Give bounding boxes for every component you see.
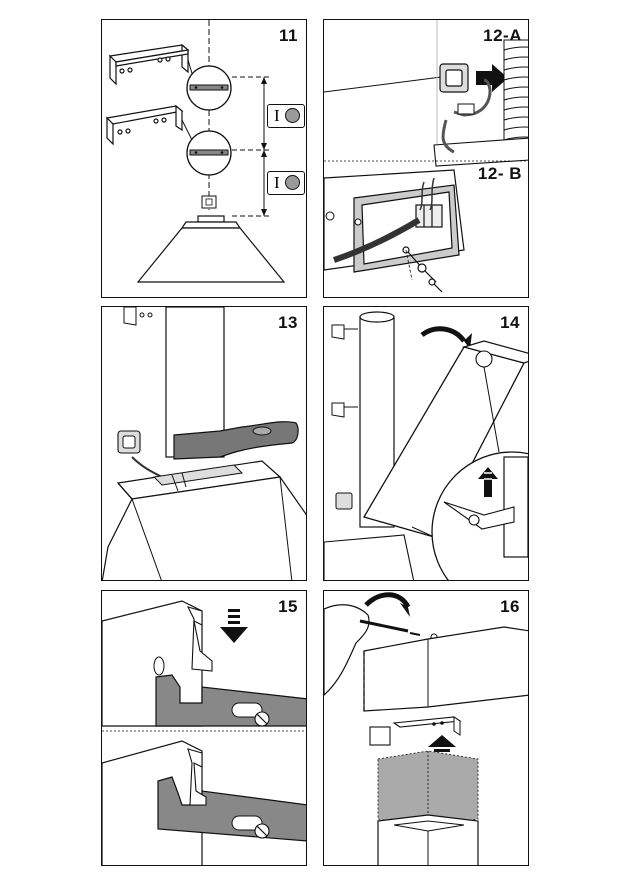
switch-icon-lower: I <box>267 171 305 195</box>
hand <box>324 605 369 695</box>
wall-bracket-lower <box>107 106 182 144</box>
step-12-panel: 12-A 12- B <box>323 19 529 298</box>
step-15-panel: 15 <box>101 590 307 866</box>
insert-arrow <box>476 64 508 92</box>
socket-marker <box>202 196 216 208</box>
switch-label: I <box>274 106 280 126</box>
step-11-panel: 11 <box>101 19 307 298</box>
step-12-illustration <box>324 20 529 298</box>
switch-label: I <box>274 173 280 193</box>
upper-chimney <box>364 627 529 711</box>
step-11-illustration <box>102 20 307 298</box>
wall-socket <box>440 64 468 92</box>
hood-body <box>138 216 284 282</box>
down-arrow <box>220 627 248 643</box>
step-15-illustration <box>102 591 307 866</box>
switch-icon-upper: I <box>267 104 305 128</box>
step-14-illustration <box>324 307 529 581</box>
up-arrow <box>428 735 456 747</box>
rotate-arrow <box>422 329 464 341</box>
step-13-panel: 13 <box>101 306 307 581</box>
step-16-panel: 16 <box>323 590 529 866</box>
step-14-panel: 14 <box>323 306 529 581</box>
step-16-illustration <box>324 591 529 866</box>
wall-bracket-upper <box>110 45 188 84</box>
step-13-illustration <box>102 307 307 581</box>
